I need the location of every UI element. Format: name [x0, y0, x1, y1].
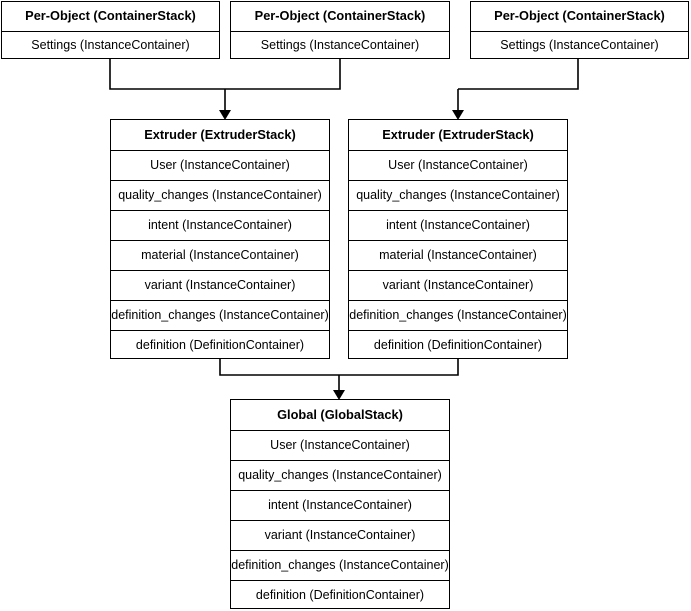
node-row-variant: variant (InstanceContainer) [111, 270, 329, 300]
node-global[interactable]: Global (GlobalStack) User (InstanceConta… [230, 399, 450, 609]
node-extruder-2[interactable]: Extruder (ExtruderStack) User (InstanceC… [348, 119, 568, 359]
node-row-settings: Settings (InstanceContainer) [231, 31, 449, 60]
node-header: Extruder (ExtruderStack) [382, 126, 534, 142]
node-row-intent: intent (InstanceContainer) [111, 210, 329, 240]
node-row-user: User (InstanceContainer) [231, 430, 449, 460]
edge-per-object-1-to-extruder-1 [109, 59, 225, 90]
node-header: Extruder (ExtruderStack) [144, 126, 296, 142]
node-row-material: material (InstanceContainer) [349, 240, 567, 270]
node-row-quality-changes: quality_changes (InstanceContainer) [231, 460, 449, 490]
node-per-object-1[interactable]: Per-Object (ContainerStack) Settings (In… [1, 1, 220, 59]
edge-extruder-2-to-global [339, 359, 459, 376]
node-row-definition: definition (DefinitionContainer) [111, 330, 329, 360]
edge-per-object-2-to-extruder-1 [225, 59, 341, 90]
node-row-definition-changes: definition_changes (InstanceContainer) [111, 300, 329, 330]
node-row-definition: definition (DefinitionContainer) [231, 580, 449, 610]
node-row-definition-changes: definition_changes (InstanceContainer) [349, 300, 567, 330]
node-row-user: User (InstanceContainer) [349, 150, 567, 180]
node-row-settings: Settings (InstanceContainer) [471, 31, 688, 60]
node-row-material: material (InstanceContainer) [111, 240, 329, 270]
node-header: Per-Object (ContainerStack) [254, 8, 426, 24]
node-row-quality-changes: quality_changes (InstanceContainer) [111, 180, 329, 210]
node-extruder-1[interactable]: Extruder (ExtruderStack) User (InstanceC… [110, 119, 330, 359]
node-row-intent: intent (InstanceContainer) [349, 210, 567, 240]
edge-extruder-1-to-global [219, 359, 339, 376]
node-row-intent: intent (InstanceContainer) [231, 490, 449, 520]
edge-per-object-3-to-extruder-2 [458, 59, 579, 90]
node-row-definition: definition (DefinitionContainer) [349, 330, 567, 360]
node-per-object-3[interactable]: Per-Object (ContainerStack) Settings (In… [470, 1, 689, 59]
node-row-definition-changes: definition_changes (InstanceContainer) [231, 550, 449, 580]
node-row-settings: Settings (InstanceContainer) [2, 31, 219, 60]
node-per-object-2[interactable]: Per-Object (ContainerStack) Settings (In… [230, 1, 450, 59]
node-header: Global (GlobalStack) [277, 406, 403, 422]
node-row-quality-changes: quality_changes (InstanceContainer) [349, 180, 567, 210]
node-row-user: User (InstanceContainer) [111, 150, 329, 180]
node-row-variant: variant (InstanceContainer) [349, 270, 567, 300]
node-header: Per-Object (ContainerStack) [494, 8, 665, 24]
node-header: Per-Object (ContainerStack) [25, 8, 196, 24]
node-row-variant: variant (InstanceContainer) [231, 520, 449, 550]
